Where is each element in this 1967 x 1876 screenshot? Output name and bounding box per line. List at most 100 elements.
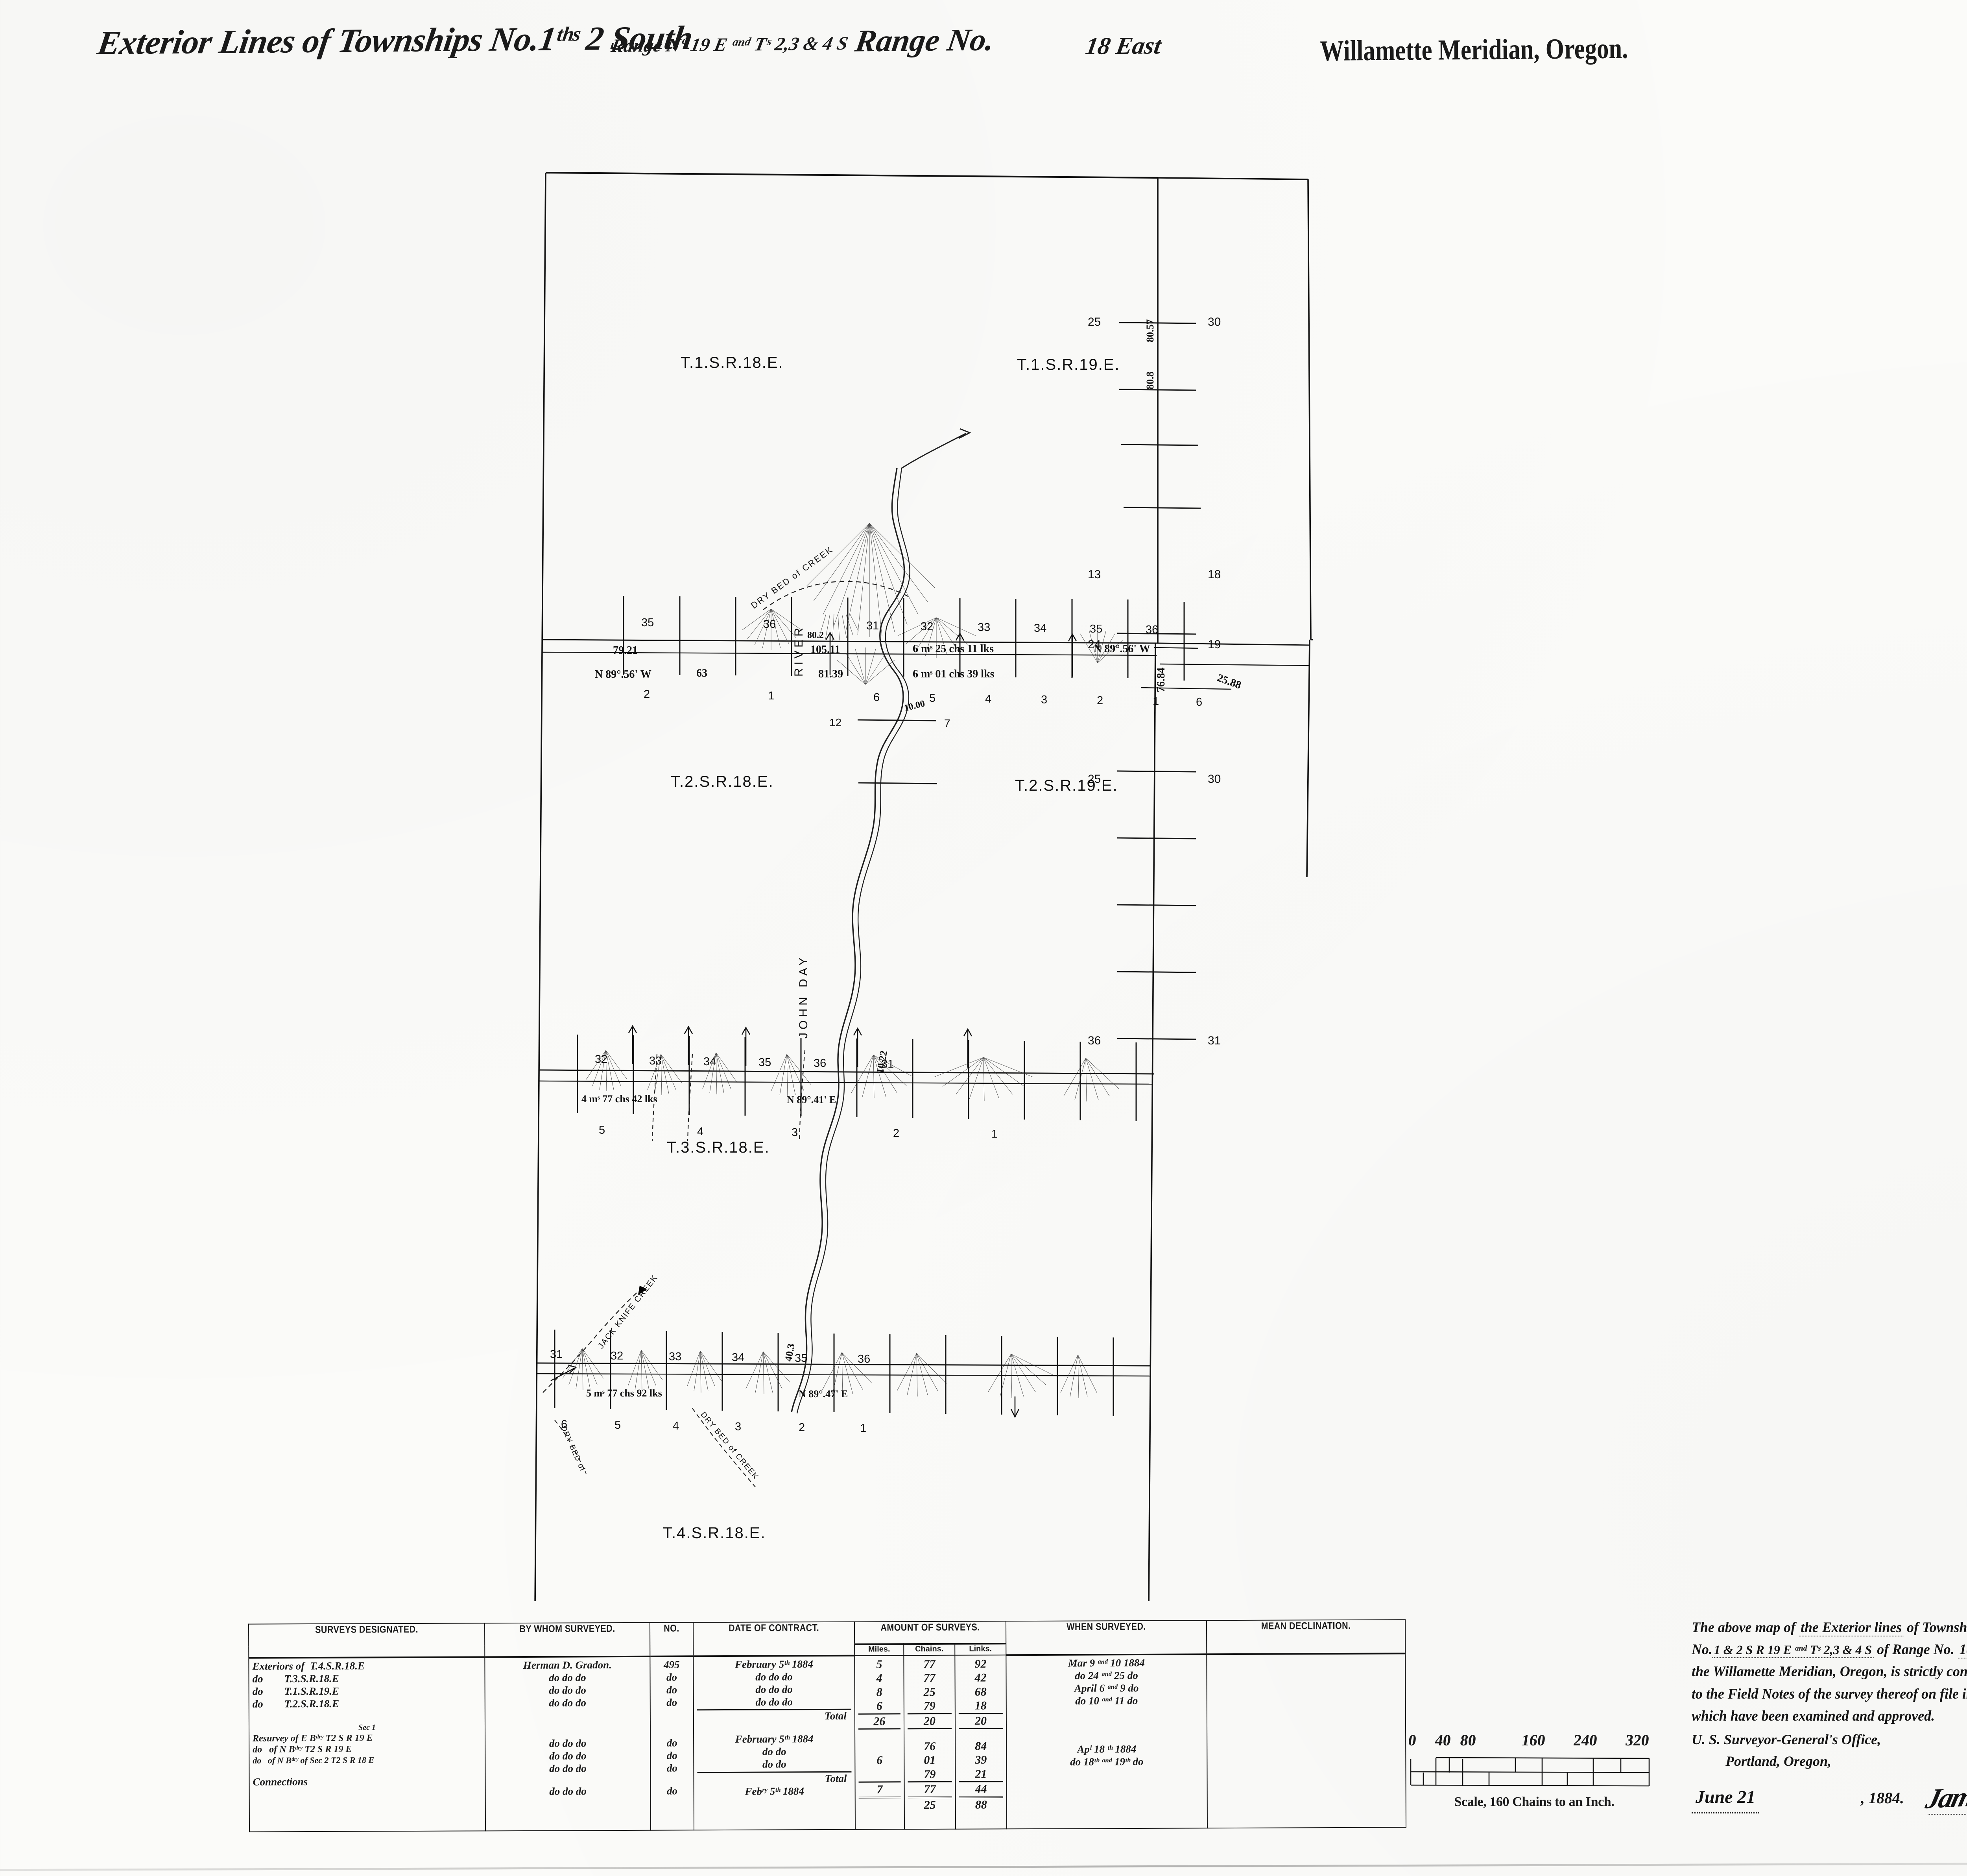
scale-tick-40: 40: [1434, 1731, 1452, 1749]
scale-tick-labels: 0 40 80 160 240 320: [1407, 1731, 1660, 1754]
connections-designation: Connections: [253, 1775, 308, 1788]
cert-l1b: of Townships: [1907, 1620, 1967, 1636]
map-drawing: BASE LINE T.1.S.R.18.E. T.1.S.R.19.E. T.…: [534, 169, 1313, 1601]
cert-office: U. S. Surveyor-General's Office,: [1692, 1732, 1881, 1748]
g2-r0-chains: 76: [924, 1739, 936, 1753]
svg-text:4: 4: [673, 1420, 679, 1432]
svg-text:13: 13: [1088, 568, 1101, 581]
cert-l2-fill2: 18 East: [1958, 1642, 1967, 1659]
svg-text:32: 32: [921, 620, 933, 633]
cert-l1a: The above map of: [1692, 1620, 1796, 1636]
svg-text:34: 34: [732, 1351, 744, 1364]
cert-line-1: The above map of the Exterior lines of T…: [1692, 1617, 1967, 1639]
svg-text:24: 24: [1088, 638, 1101, 651]
svg-text:81.39: 81.39: [818, 668, 843, 680]
svg-text:3: 3: [1041, 694, 1047, 706]
g1-r3-no: do: [666, 1696, 677, 1708]
svg-text:6 mˢ 25 chs 11 lks: 6 mˢ 25 chs 11 lks: [913, 643, 994, 655]
cert-city: Portland, Oregon,: [1725, 1753, 1832, 1769]
cell-by-whom-surveyed: Herman D. Gradon. do do do do do do do d…: [485, 1656, 651, 1831]
g1-total-links: 20: [958, 1712, 1003, 1728]
scale-tick-160: 160: [1520, 1731, 1547, 1749]
svg-text:34: 34: [703, 1055, 716, 1068]
svg-text:4 mˢ 77 chs 42 lks: 4 mˢ 77 chs 42 lks: [581, 1093, 657, 1105]
page-title: Exterior Lines of Townships No.1ᵗʰˢ 2 So…: [95, 18, 695, 62]
cert-l1-fill: the Exterior lines: [1799, 1620, 1904, 1636]
g2-r1-when: do 18ᵗʰ ᵃⁿᵈ 19ᵗʰ do: [1070, 1756, 1144, 1768]
g2-r2-desig: of N Bᵈʳʸ of Sec 2 T2 S R 18 E: [268, 1755, 375, 1765]
svg-text:1: 1: [860, 1422, 866, 1435]
svg-text:76.84: 76.84: [1155, 668, 1167, 692]
g2-total-miles: 7: [858, 1781, 901, 1797]
cert-line-5: which have been examined and approved.: [1692, 1708, 1935, 1724]
svg-text:79.21: 79.21: [613, 644, 638, 657]
g1-r1-no: do: [666, 1671, 677, 1683]
svg-text:30: 30: [1208, 773, 1221, 786]
svg-text:3: 3: [792, 1126, 798, 1139]
table-body-row: Exteriors of T.4.S.R.18.E do T.3.S.R.18.…: [249, 1653, 1406, 1832]
title-range-value: 18 East: [1083, 32, 1164, 60]
river-flow-arrow: [901, 428, 971, 469]
svg-text:N 89°.47' E: N 89°.47' E: [799, 1388, 848, 1400]
svg-text:10.22: 10.22: [874, 1050, 889, 1074]
svg-text:31: 31: [866, 620, 879, 632]
connections-miles: [858, 1796, 901, 1812]
col-when-surveyed: WHEN SURVEYED.: [1020, 1620, 1193, 1655]
col-surveys-designated: SURVEYS DESIGNATED.: [265, 1623, 469, 1658]
svg-text:31: 31: [881, 1058, 894, 1070]
hachure-band-t1t2: [742, 523, 1123, 685]
g2-total-label: Total: [697, 1771, 852, 1786]
map-title-row: Exterior Lines of Townships No.1ᵗʰˢ 2 So…: [0, 0, 1967, 98]
connections-contract: Febʳʸ 5ᵗʰ 1884: [745, 1785, 804, 1797]
g1-r2-links: 68: [974, 1685, 987, 1699]
signature-rule: [1928, 1813, 1967, 1815]
certification-block: The above map of the Exterior lines of T…: [1692, 1617, 1967, 1823]
g1-r2-lead: do: [252, 1685, 263, 1697]
col-date-of-contract: DATE OF CONTRACT.: [704, 1621, 843, 1656]
svg-text:1: 1: [1153, 695, 1159, 708]
g1-r1-when: do 24 ᵃⁿᵈ 25 do: [1075, 1669, 1138, 1682]
svg-text:N 89°.56' W: N 89°.56' W: [595, 668, 651, 681]
g1-r1-miles: 4: [876, 1671, 882, 1685]
g2-r1-desig: of N Bᵈʳʸ T2 S R 19 E: [269, 1744, 352, 1755]
township-label-t1s-r18e: T.1.S.R.18.E.: [681, 354, 784, 371]
township-label-t3s-r18e: T.3.S.R.18.E.: [667, 1139, 770, 1156]
survey-summary-table: SURVEYS DESIGNATED. BY WHOM SURVEYED. NO…: [248, 1619, 1406, 1832]
svg-text:63: 63: [696, 667, 707, 679]
g1-r3-links: 18: [974, 1699, 987, 1712]
g1-total-label: Total: [697, 1709, 851, 1723]
g1-r0-links: 92: [974, 1657, 987, 1671]
svg-text:4: 4: [697, 1125, 703, 1138]
svg-text:3: 3: [735, 1420, 741, 1433]
township-label-t2s-r19e: T.2.S.R.19.E.: [1015, 777, 1118, 794]
township-frame: [534, 172, 1313, 1601]
creek-jack-knife: JACK KNIFE CREEK: [542, 1273, 659, 1393]
g2-r2-by: do do do: [549, 1762, 587, 1775]
creek-dry-bed-lower-left: DRY BED of: [554, 1420, 587, 1474]
g2-note: Sec 1: [358, 1723, 376, 1732]
g2-r0-desig: E Bᵈʳʸ T2 S R 19 E: [301, 1733, 373, 1744]
creek-dry-bed-lower-center: DRY BED of CREEK: [692, 1408, 760, 1487]
svg-text:10.00: 10.00: [903, 699, 926, 714]
g1-r1-contract: do do do: [755, 1671, 793, 1683]
township-label-t1s-r19e: T.1.S.R.19.E.: [1017, 356, 1120, 373]
g1-r0-chains: 77: [923, 1657, 936, 1671]
svg-text:2: 2: [644, 688, 650, 701]
g2-r1-no: do: [666, 1749, 677, 1762]
subcol-chains: Chains.: [904, 1644, 955, 1656]
svg-text:6 mˢ 01 chs 39 lks: 6 mˢ 01 chs 39 lks: [913, 668, 995, 680]
connections-chains: 25: [908, 1796, 952, 1812]
svg-text:25: 25: [1088, 773, 1101, 786]
hachure-band-t3t4: [562, 1348, 1097, 1398]
col-mean-declination: MEAN DECLINATION.: [1220, 1620, 1391, 1655]
g2-r0-no: do: [666, 1737, 677, 1749]
g2-r1-by: do do do: [549, 1750, 587, 1762]
svg-text:80.57: 80.57: [1144, 319, 1156, 343]
g1-r0-by: Herman D. Gradon.: [523, 1659, 612, 1671]
svg-text:25: 25: [1088, 315, 1101, 328]
connections-links: 88: [959, 1796, 1003, 1812]
svg-text:5: 5: [599, 1124, 605, 1136]
subcol-miles: Miles.: [854, 1644, 904, 1656]
